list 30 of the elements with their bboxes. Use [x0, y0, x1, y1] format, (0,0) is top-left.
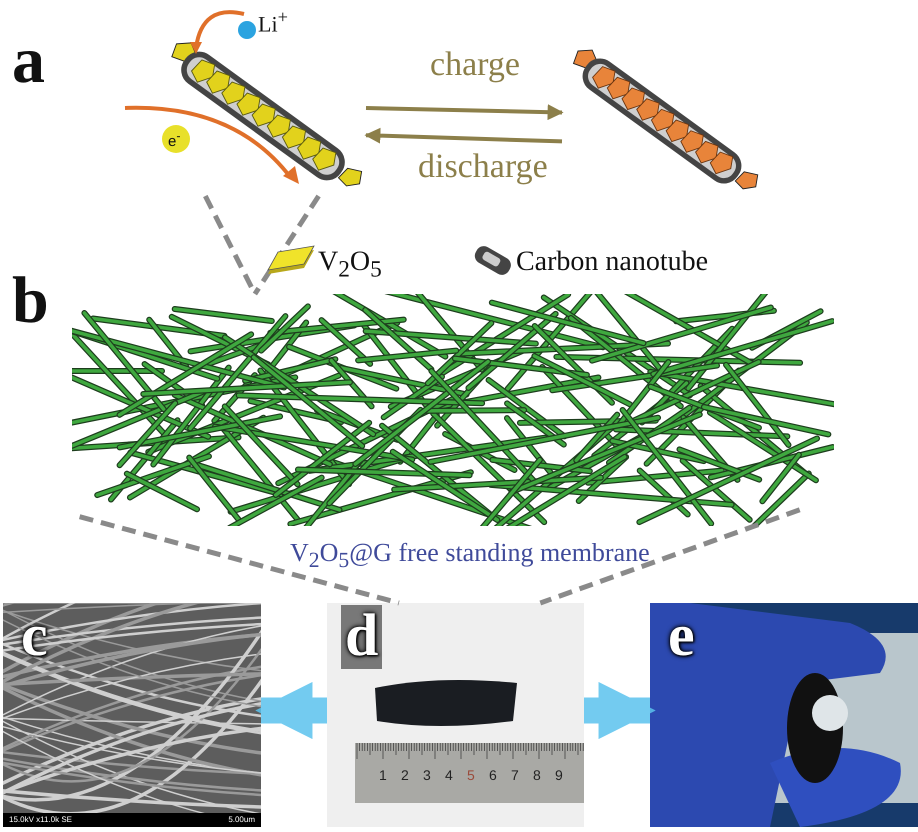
zoom-dashed-line	[252, 194, 321, 296]
legend-label: Carbon nanotube	[516, 248, 708, 276]
arrow	[255, 682, 327, 740]
membrane-label: V$_{2}$O$_{5}$@G free standing membrane	[290, 540, 650, 572]
ruler-number: 2	[401, 768, 409, 782]
ruler-number: 1	[379, 768, 387, 782]
zoom-dashed-line	[539, 507, 801, 606]
panel-letter: e	[667, 605, 696, 669]
fiber-membrane-drawing	[72, 294, 834, 526]
panel-letter: b	[12, 268, 49, 334]
ruler-number: 9	[555, 768, 563, 782]
electron-label: e$^{-}$	[168, 130, 181, 149]
arrow	[366, 104, 564, 120]
ruler-number: 8	[533, 768, 541, 782]
panel-letter: a	[12, 28, 45, 94]
zoom-dashed-line	[78, 514, 400, 606]
legend-label: V$_{2}$O$_{5}$	[318, 248, 382, 282]
ruler-number: 7	[511, 768, 519, 782]
scale-bar-text: 5.00um	[228, 816, 255, 824]
ion-label: Li$^{+}$	[258, 8, 288, 36]
scale-bar-text: 15.0kV x11.0k SE	[9, 816, 72, 824]
arrow	[364, 128, 562, 144]
arrow	[584, 682, 656, 740]
ruler-number: 5	[467, 768, 475, 782]
edge-label: discharge	[418, 150, 548, 184]
ruler-number: 3	[423, 768, 431, 782]
ruler-number: 6	[489, 768, 497, 782]
panel-letter: d	[341, 605, 382, 669]
edge-label: charge	[430, 48, 520, 82]
ruler-number: 4	[445, 768, 453, 782]
